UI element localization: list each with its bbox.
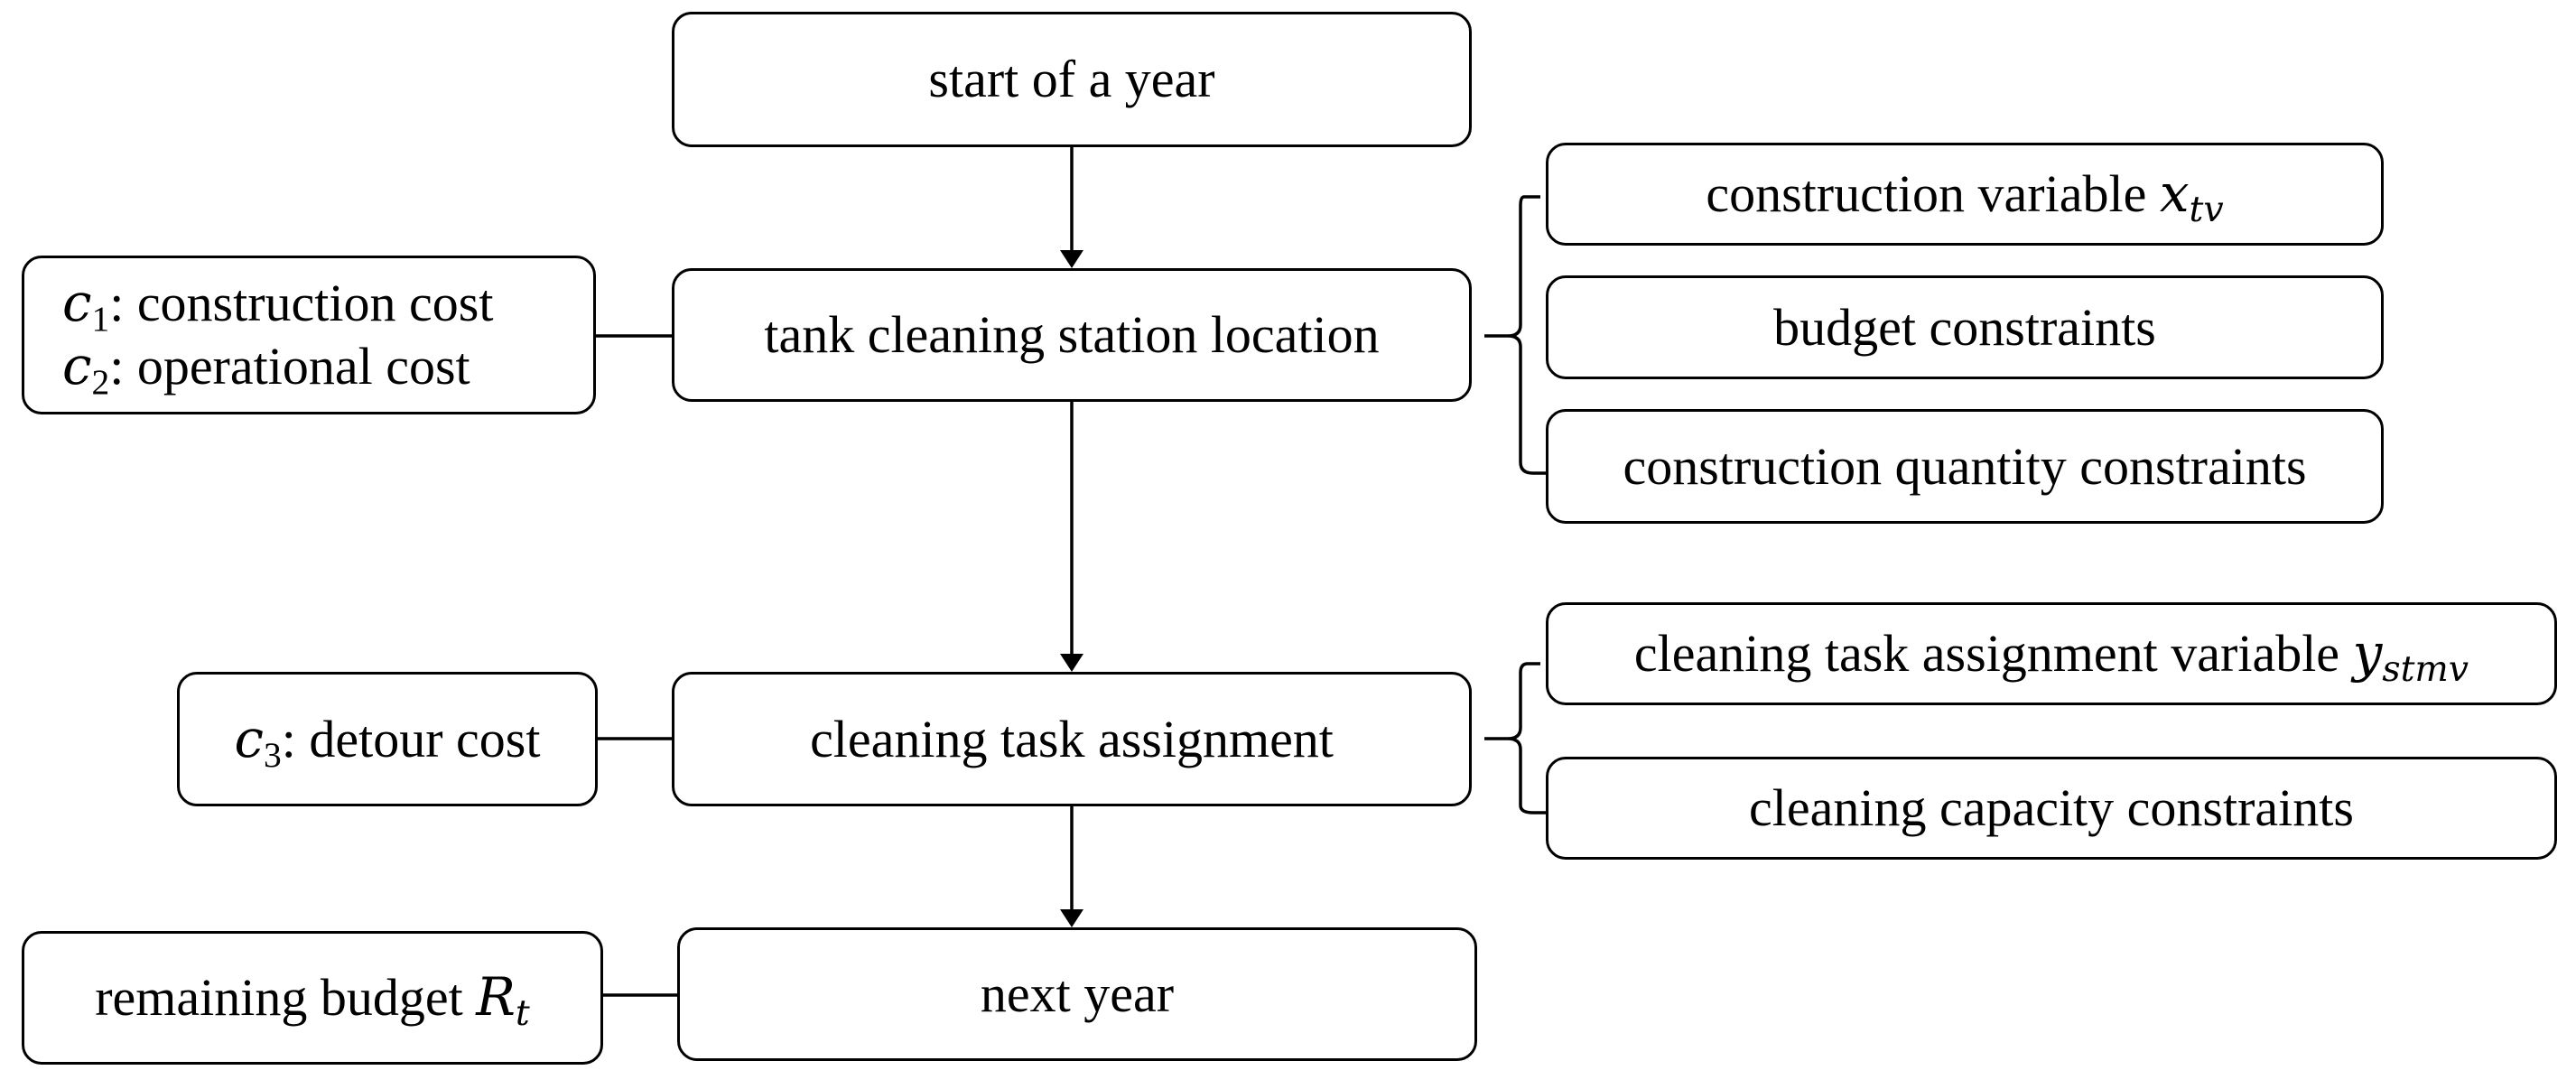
c2-index: 2 [91,362,110,403]
r-index: t [515,992,530,1035]
c3-symbol: c [234,707,265,769]
quantity-constraints-label: construction quantity constraints [1623,436,2307,496]
station-location-label: tank cleaning station location [764,305,1380,365]
next-year-label: next year [980,964,1175,1024]
y-symbol: y [2352,622,2383,684]
brace-assignment-details [1484,662,1546,814]
assignment-variable-text: cleaning task assignment variable [1633,624,2353,684]
construction-operational-cost-box: c1: construction cost c2: operational co… [22,256,596,414]
construction-cost-text: : construction cost [109,274,494,333]
construction-variable-text: construction variable [1706,164,2160,224]
task-assignment-box: cleaning task assignment [672,672,1472,806]
start-of-year-label: start of a year [928,50,1215,109]
brace-location-details [1484,195,1546,475]
detour-cost-box: c3: detour cost [177,672,598,806]
remaining-budget-item: remaining budget Rt [95,966,530,1031]
construction-variable-box: construction variable xtv [1546,143,2384,246]
flow-arrow-assignment-to-next [1060,806,1083,927]
flow-arrow-start-to-location [1060,147,1083,268]
quantity-constraints-box: construction quantity constraints [1546,409,2384,524]
operational-cost-text: : operational cost [109,337,470,396]
c3-index: 3 [264,734,282,775]
c1-index: 1 [91,299,110,340]
detour-cost-item: c3: detour cost [234,707,541,773]
task-assignment-label: cleaning task assignment [810,709,1334,768]
budget-constraints-label: budget constraints [1773,297,2156,357]
remaining-budget-box: remaining budget Rt [22,931,603,1065]
budget-constraints-box: budget constraints [1546,275,2384,379]
capacity-constraints-box: cleaning capacity constraints [1546,757,2557,860]
capacity-constraints-label: cleaning capacity constraints [1749,778,2354,838]
remaining-budget-text: remaining budget [95,968,477,1028]
detour-cost-text: : detour cost [281,709,541,768]
x-symbol: x [2159,163,2190,225]
construction-variable-item: construction variable xtv [1706,163,2223,228]
station-location-box: tank cleaning station location [672,268,1472,402]
construction-cost-item: c1: construction cost [62,272,494,337]
assignment-variable-item: cleaning task assignment variable ystmv [1633,622,2469,687]
y-index: stmv [2382,648,2469,691]
start-of-year-box: start of a year [672,12,1472,147]
r-symbol: R [476,966,516,1028]
operational-cost-item: c2: operational cost [62,335,470,400]
c1-symbol: c [62,272,92,334]
x-index: tv [2189,189,2224,231]
next-year-box: next year [677,927,1477,1061]
assignment-variable-box: cleaning task assignment variable ystmv [1546,602,2557,705]
flow-arrow-location-to-assignment [1060,402,1083,672]
c2-symbol: c [62,335,92,396]
